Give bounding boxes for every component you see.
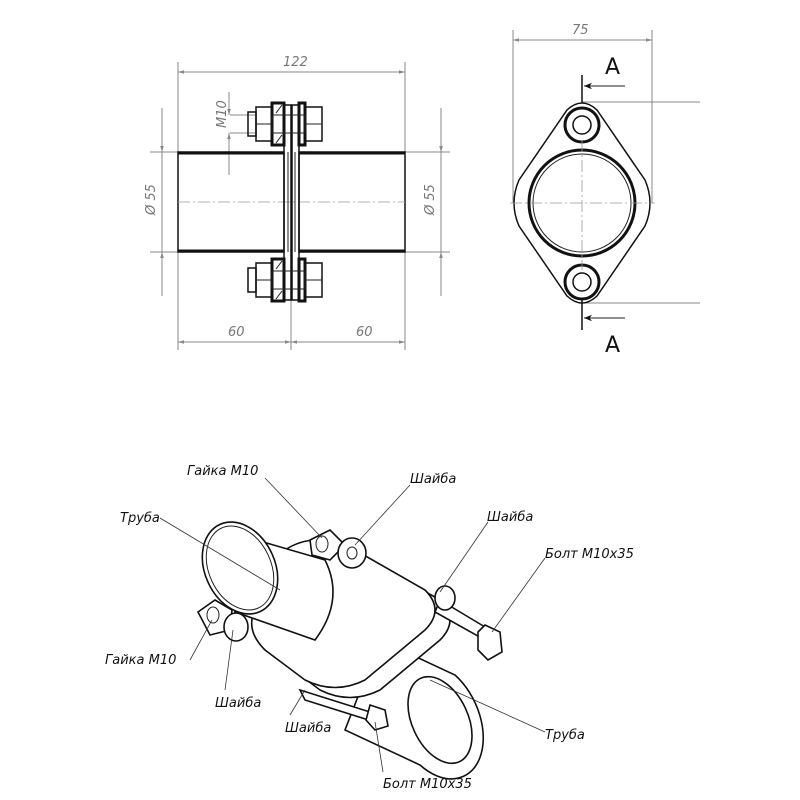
bolt-hole-bottom	[563, 263, 601, 301]
front-view: 75 A A	[510, 23, 700, 358]
dim-length-label: 122	[283, 55, 308, 70]
label-bolt-right: Болт М10х35	[545, 547, 634, 562]
label-nut-left: Гайка М10	[105, 653, 176, 668]
dim-bolt-label: M10	[215, 100, 230, 128]
label-washer-left: Шайба	[215, 696, 261, 711]
top-bolt-assembly	[247, 101, 323, 147]
flange-outline	[513, 102, 651, 304]
dim-left-half-label: 60	[228, 325, 245, 340]
iso-washer-left	[223, 612, 249, 642]
label-nut-top: Гайка М10	[187, 464, 258, 479]
section-label-top: A	[605, 55, 620, 80]
dim-right-half-label: 60	[356, 325, 373, 340]
dim-diameter-left-label: Ø 55	[144, 184, 159, 216]
label-tube-right: Труба	[545, 728, 585, 743]
dim-diameter-right-label: Ø 55	[423, 184, 438, 216]
bolt-hole-top	[563, 106, 601, 144]
side-view: 122 60 60 Ø 55 Ø 55 M10	[144, 55, 450, 350]
bottom-bolt-assembly	[247, 257, 323, 303]
label-washer-top: Шайба	[410, 472, 456, 487]
label-washer-bottom: Шайба	[285, 721, 331, 736]
section-label-bottom: A	[605, 333, 620, 358]
dim-width-label: 75	[572, 23, 589, 38]
iso-washer-top	[337, 537, 367, 569]
label-tube-left: Труба	[120, 511, 160, 526]
label-bolt-bottom: Болт М10х35	[383, 777, 472, 792]
label-washer-right: Шайба	[487, 510, 533, 525]
isometric-view: Гайка М10 Шайба Шайба Болт М10х35 Труба …	[105, 464, 634, 792]
